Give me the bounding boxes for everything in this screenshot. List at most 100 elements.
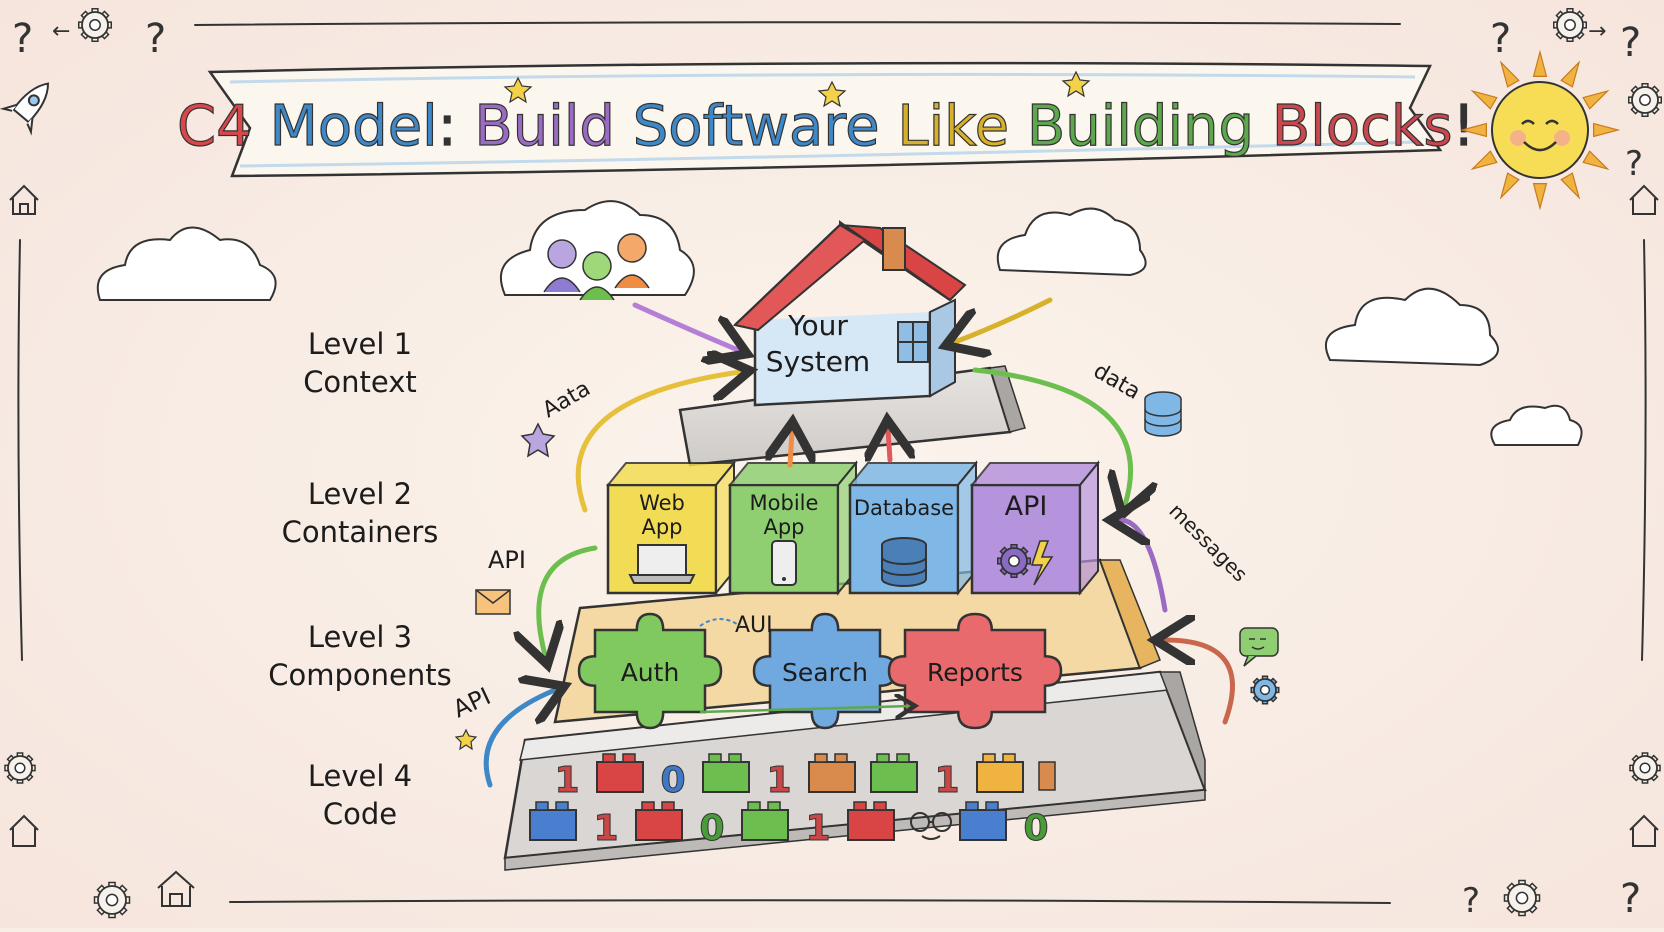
question-mark-icon: ? — [12, 16, 33, 62]
level-3-label: Level 3 Components — [250, 618, 470, 694]
component-puzzle-piece: Auth — [577, 612, 723, 730]
glasses-face-icon — [910, 812, 952, 840]
question-mark-icon: ? — [1620, 20, 1641, 66]
component-label: Search — [782, 658, 868, 687]
lego-brick-icon — [702, 753, 750, 793]
question-mark-icon: ? — [1462, 881, 1480, 921]
level-1-subtitle: Context — [303, 365, 417, 399]
star-icon — [520, 422, 556, 458]
person-icon — [614, 233, 650, 289]
arrow-right-icon: → — [1588, 19, 1606, 44]
components: Auth Search Reports — [577, 612, 1063, 730]
arrow-left-icon: ← — [52, 19, 70, 44]
arrow-label-left-mid: API — [488, 546, 526, 574]
binary-digit: 1 — [805, 808, 830, 849]
gear-icon — [1628, 83, 1662, 117]
container-label: Database — [854, 496, 954, 520]
container-label: Mobile — [750, 491, 819, 515]
binary-digit: 1 — [934, 760, 959, 801]
binary-digit: 0 — [660, 760, 685, 801]
container-box: API — [969, 460, 1101, 596]
gear-doodles — [4, 8, 1662, 919]
envelope-icon — [475, 589, 511, 615]
binary-digit: 0 — [699, 808, 724, 849]
question-mark-icon: ? — [1625, 144, 1643, 184]
level-3-title: Level 3 — [307, 620, 413, 654]
container-label: Web — [639, 491, 685, 515]
chimney — [882, 227, 906, 271]
level-2-subtitle: Containers — [281, 515, 439, 549]
component-label: Reports — [927, 658, 1023, 687]
level-3-subtitle: Components — [268, 658, 452, 692]
title-segment: Software — [615, 94, 880, 159]
robot-icon — [1038, 761, 1056, 791]
level-1-title: Level 1 — [307, 327, 413, 361]
container-label: App — [641, 515, 682, 539]
level-4-label: Level 4 Code — [250, 757, 470, 833]
sun-ray — [1532, 183, 1548, 211]
question-mark-icon: ? — [1620, 876, 1641, 922]
lego-brick-icon — [870, 753, 918, 793]
binary-digit: 0 — [1023, 808, 1048, 849]
database-small-icon — [1144, 391, 1182, 437]
gear-icon — [997, 544, 1031, 578]
house-label-line1: Your — [787, 309, 848, 342]
level-2-label: Level 2 Containers — [250, 475, 470, 551]
sun-ray — [1593, 122, 1621, 138]
sun-ray — [1532, 49, 1548, 77]
flow-arrows — [483, 297, 1235, 788]
component-puzzle-piece: Reports — [887, 612, 1063, 730]
sun-ray — [1560, 172, 1581, 200]
small-house-icons — [9, 184, 1659, 907]
gear-icon — [1250, 675, 1280, 705]
chat-bubble-icon — [1239, 627, 1279, 667]
title-segment: C4 — [177, 94, 252, 159]
users-cloud — [500, 200, 695, 301]
sun-ray — [1499, 60, 1520, 88]
gear-bolt-icon — [997, 540, 1054, 586]
lego-brick-icon — [959, 801, 1007, 841]
lego-brick-icon — [847, 801, 895, 841]
house-label-line2: System — [766, 345, 870, 378]
sun-ray — [1499, 172, 1520, 200]
sun-icon — [1459, 49, 1621, 211]
question-mark-icon: ? — [145, 16, 166, 62]
lego-brick-icon — [596, 753, 644, 793]
person-icon — [543, 239, 581, 293]
title-segment: : — [438, 94, 457, 159]
container-label: API — [1005, 491, 1048, 522]
title-segment: Blocks — [1254, 94, 1452, 159]
binary-digit: 1 — [766, 760, 791, 801]
laptop-icon — [628, 544, 696, 584]
container-box: Database — [847, 460, 979, 596]
level-4-subtitle: Code — [322, 797, 398, 831]
sun-ray — [1470, 150, 1498, 171]
sun-ray — [1582, 150, 1610, 171]
gear-icon — [1553, 8, 1587, 42]
title-segment: Building — [1009, 94, 1254, 159]
title-stars — [503, 70, 1091, 108]
title-segment: ! — [1453, 94, 1475, 159]
question-mark-icon: ? — [1490, 16, 1511, 62]
window-icon — [897, 321, 929, 363]
lego-brick-icon — [529, 801, 577, 841]
level-1-label: Level 1 Context — [250, 325, 470, 401]
gear-icon — [93, 881, 131, 919]
lego-brick-icon — [635, 801, 683, 841]
person-icon — [579, 251, 615, 301]
page-title: C4 Model: Build Software Like Building B… — [177, 94, 1475, 159]
level-4-title: Level 4 — [307, 759, 413, 793]
binary-digit: 1 — [593, 808, 618, 849]
lego-brick-icon — [976, 753, 1024, 793]
title-segment: Model — [252, 94, 438, 159]
gear-icon — [78, 8, 112, 42]
binary-digit: 1 — [554, 760, 579, 801]
gear-icon — [1629, 752, 1661, 784]
component-label: Auth — [621, 658, 680, 687]
